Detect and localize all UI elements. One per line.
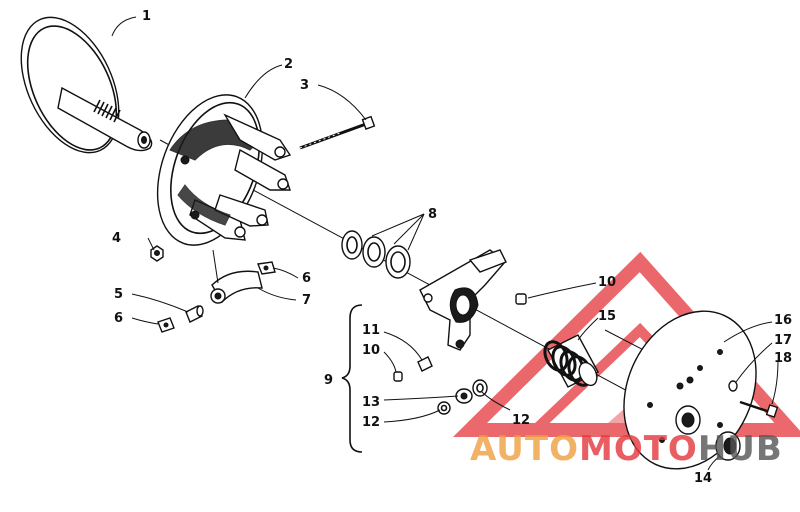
part-3-bolt	[299, 115, 376, 150]
callout-6-lower: 6	[114, 311, 123, 326]
part-17-lockwasher	[728, 380, 738, 392]
part-12-washer-right	[472, 379, 488, 397]
watermark-text: AUTOMOTOHUB	[470, 429, 783, 469]
part-8-washers	[341, 230, 411, 279]
part-18-bolt	[739, 400, 779, 418]
part-14-cap	[715, 431, 741, 461]
callout-6-upper: 6	[302, 271, 311, 286]
part-11-pin	[417, 356, 433, 372]
callout-12-lower: 12	[362, 415, 380, 430]
callout-13: 13	[362, 395, 380, 410]
part-1-fixed-sheave	[20, 16, 153, 154]
part-7-cam-block	[210, 249, 263, 304]
group-9-bracket	[341, 304, 363, 453]
part-2-movable-sheave	[156, 94, 292, 246]
callout-14: 14	[694, 471, 712, 486]
part-15-spring	[543, 334, 599, 388]
callout-1: 1	[142, 9, 151, 24]
part-9-spider-assembly	[419, 249, 507, 351]
leader-lines	[111, 16, 779, 471]
callout-11: 11	[362, 323, 380, 338]
callout-10-upper: 10	[598, 275, 616, 290]
part-16-cover-plate	[623, 310, 757, 470]
callout-10-lower: 10	[362, 343, 380, 358]
callout-9: 9	[324, 373, 333, 388]
callout-5: 5	[114, 287, 123, 302]
callout-15: 15	[598, 309, 616, 324]
callout-18: 18	[774, 351, 792, 366]
part-13-bushing	[455, 388, 473, 404]
callout-4: 4	[112, 231, 121, 246]
part-5-roller-pin	[185, 305, 204, 323]
callout-17: 17	[774, 333, 792, 348]
callout-7: 7	[302, 293, 311, 308]
part-12-washer-left	[437, 401, 451, 415]
callout-3: 3	[300, 78, 309, 93]
callout-2: 2	[284, 57, 293, 72]
callout-8: 8	[428, 207, 437, 222]
part-10-button-upper	[515, 293, 527, 305]
part-10-button-lower	[393, 371, 403, 382]
part-6-clip-upper	[257, 261, 276, 275]
callout-12-right: 12	[512, 413, 530, 428]
callout-16: 16	[774, 313, 792, 328]
part-6-clip-lower	[157, 317, 175, 333]
callout-labels: 1 2 3 4 5 6 6 7 8 9 10 10 11 12 12 13 14…	[112, 9, 792, 486]
